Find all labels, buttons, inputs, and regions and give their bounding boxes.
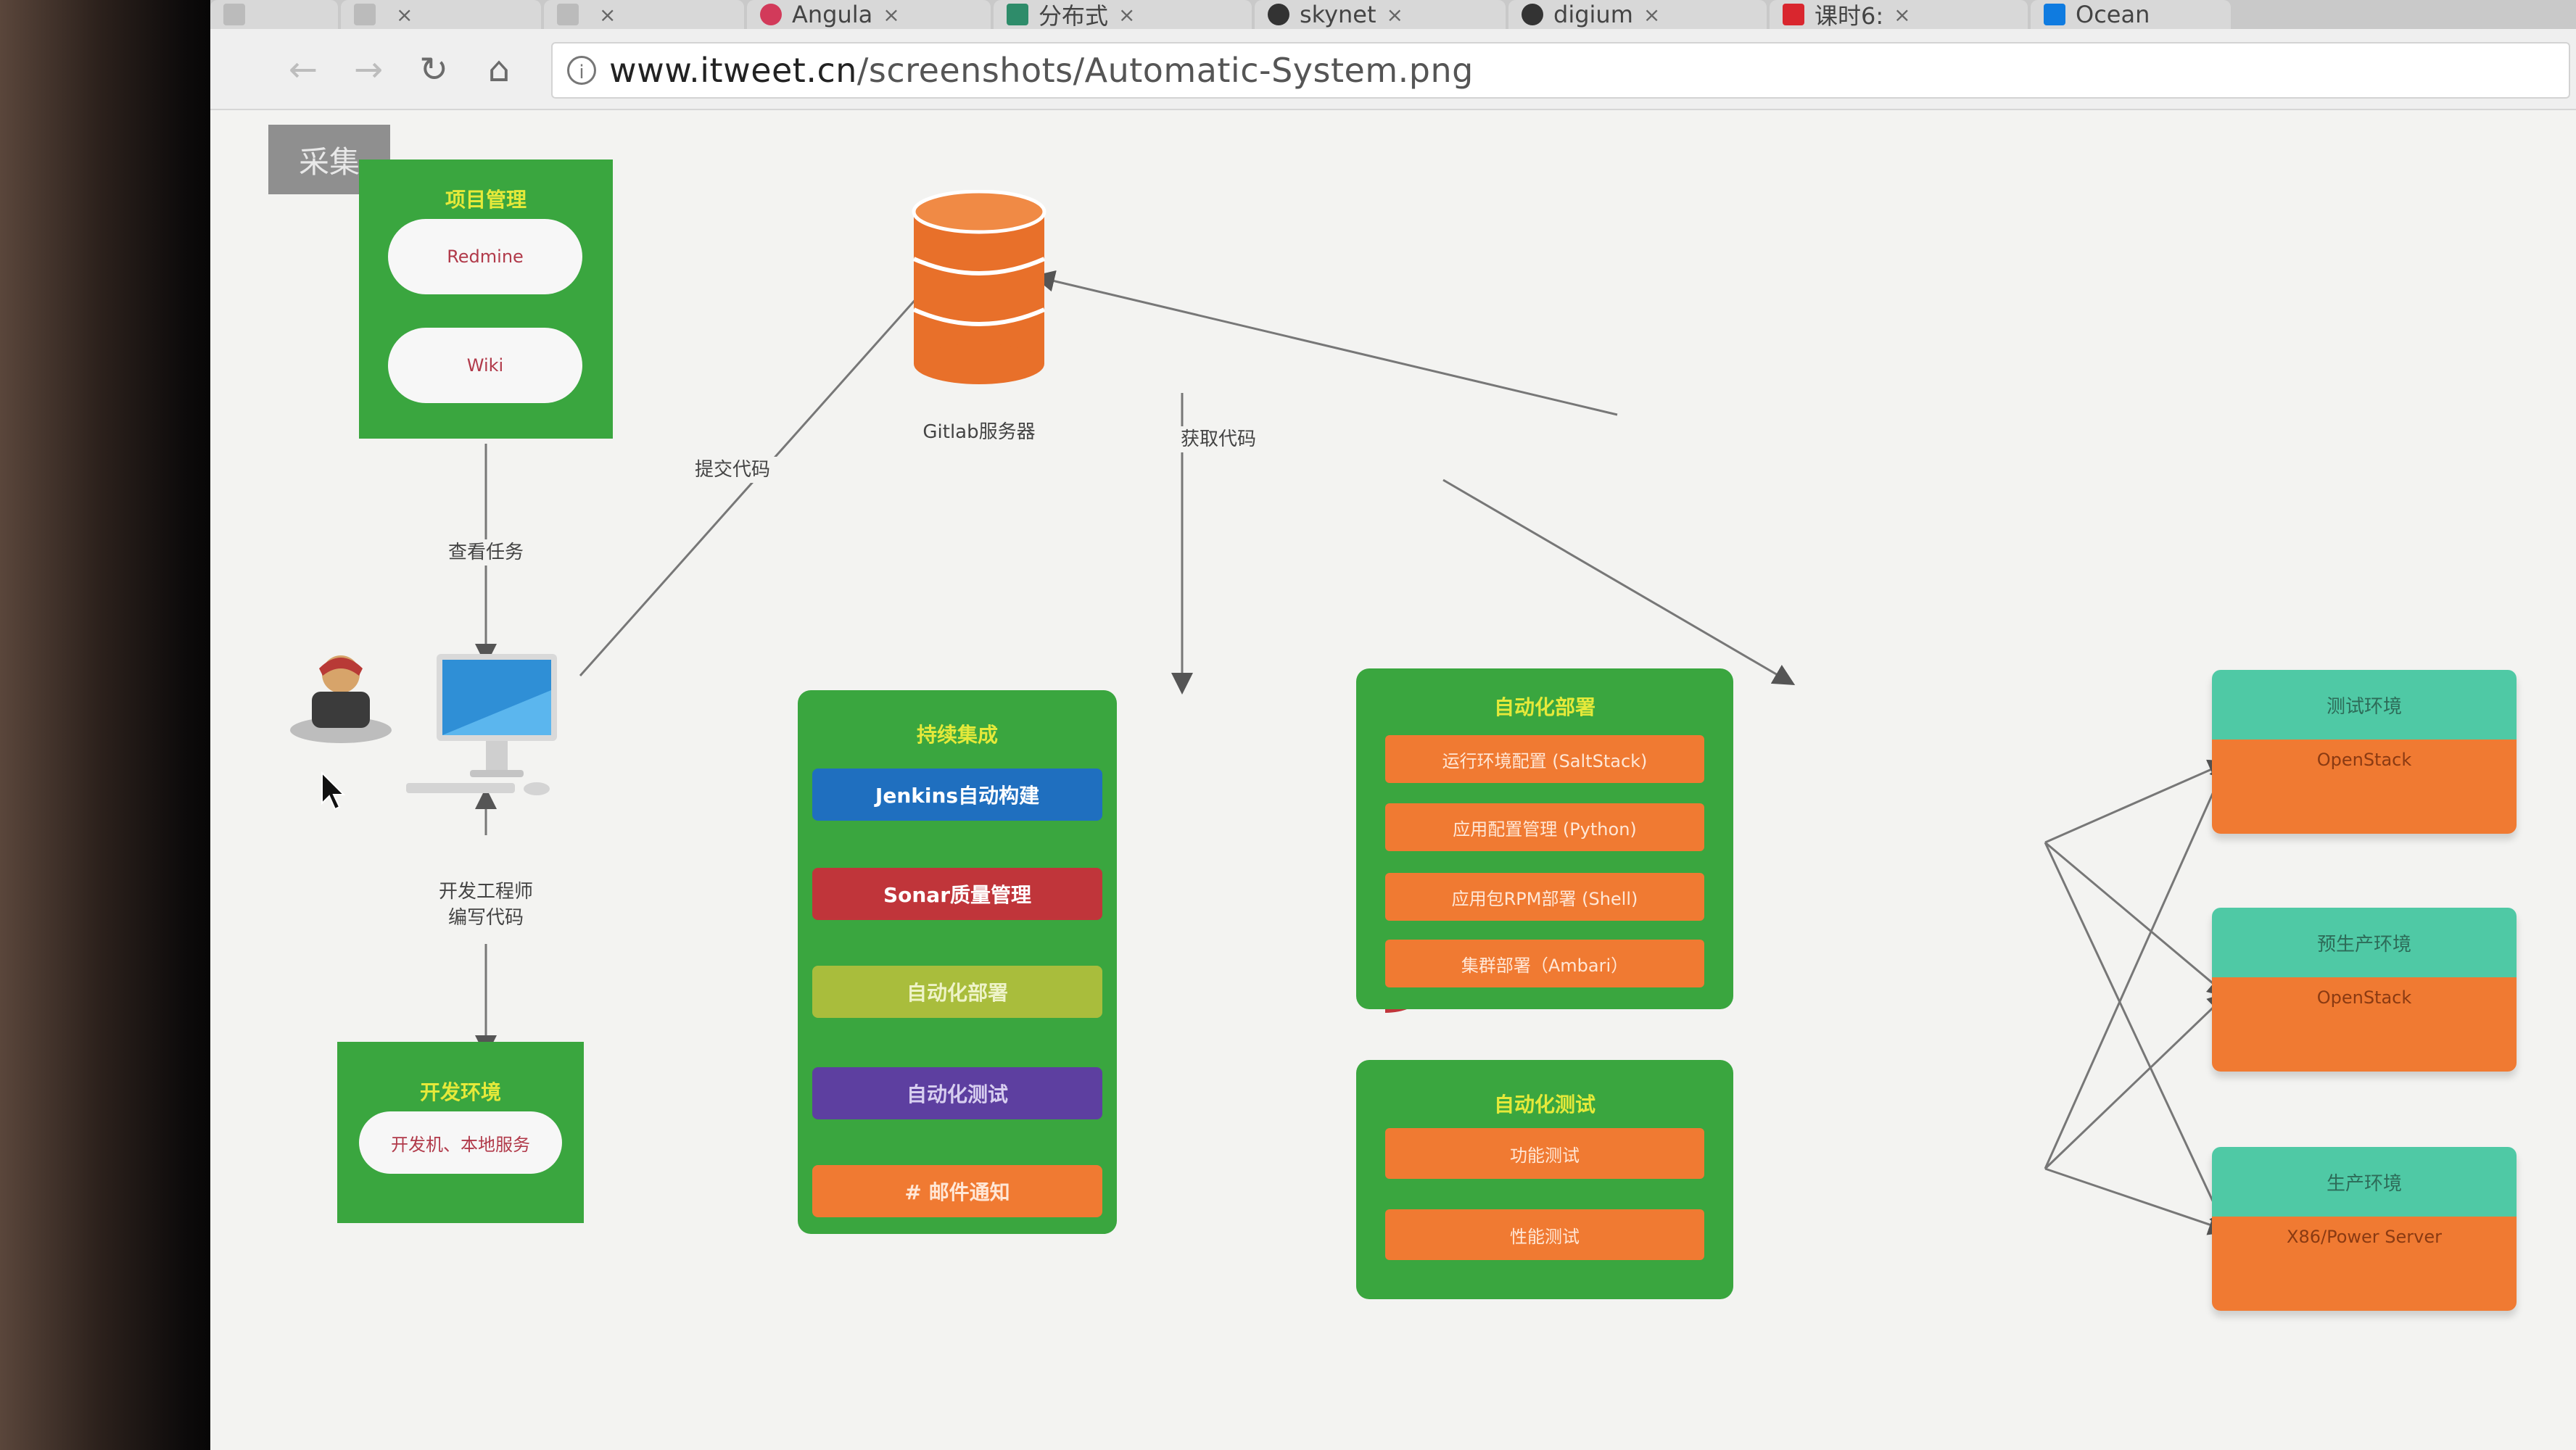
video-icon	[1783, 4, 1804, 25]
ci-box: 持续集成 Jenkins自动构建 Sonar质量管理 自动化部署 自动化测试 #…	[798, 690, 1117, 1234]
project-mgmt-box: 项目管理 Redmine Wiki	[359, 160, 613, 439]
reload-button[interactable]: ↻	[418, 49, 449, 90]
deploy-item-ambari: 集群部署（Ambari）	[1385, 940, 1704, 987]
view-task-label: 查看任务	[428, 539, 544, 566]
auto-test-title: 自动化测试	[1493, 1093, 1595, 1116]
close-icon[interactable]: ×	[599, 2, 616, 27]
gitlab-label: Gitlab服务器	[922, 421, 1036, 443]
env-prod-name: 生产环境	[2212, 1147, 2517, 1217]
url-path: /screenshots/Automatic-System.png	[856, 51, 1474, 90]
forward-button[interactable]: →	[353, 49, 384, 90]
tab-2[interactable]: ×	[341, 0, 541, 29]
address-bar[interactable]: i www.itweet.cn/screenshots/Automatic-Sy…	[551, 42, 2570, 99]
page-icon	[1007, 4, 1028, 25]
env-test-name: 测试环境	[2212, 670, 2517, 740]
env-preprod-name: 预生产环境	[2212, 908, 2517, 977]
tab-3[interactable]: ×	[544, 0, 744, 29]
fetch-code-label: 获取代码	[1160, 426, 1276, 452]
close-icon[interactable]: ×	[1894, 2, 1911, 27]
page-content: 采集 项目管理 Redmine Wiki Gitlab服务器 提交代码 获取代码…	[210, 110, 2576, 1450]
performance-test-bar: 性能测试	[1385, 1209, 1704, 1260]
tab-1[interactable]	[210, 0, 338, 29]
close-icon[interactable]: ×	[1118, 2, 1136, 27]
env-prod: 生产环境 X86/Power Server	[2212, 1147, 2517, 1311]
email-notify-bar: # 邮件通知	[812, 1165, 1102, 1217]
dev-label-line2: 编写代码	[447, 907, 524, 929]
dev-env-item: 开发机、本地服务	[359, 1111, 562, 1174]
page-icon	[223, 4, 245, 25]
close-icon[interactable]: ×	[1643, 2, 1661, 27]
ci-auto-deploy-bar: 自动化部署	[812, 966, 1102, 1018]
address-url: www.itweet.cn/screenshots/Automatic-Syst…	[609, 51, 1474, 90]
env-test: 测试环境 OpenStack	[2212, 670, 2517, 834]
dev-env-box: 开发环境 开发机、本地服务	[337, 1042, 584, 1223]
wiki-pill: Wiki	[388, 328, 582, 403]
tab-label: 分布式	[1039, 2, 1109, 30]
jenkins-build-bar: Jenkins自动构建	[812, 768, 1102, 821]
browser-window: × × Angula × 分布式 × skynet × digium ×	[210, 0, 2576, 1450]
tab-skynet[interactable]: skynet ×	[1255, 0, 1506, 29]
tab-ocean[interactable]: Ocean	[2031, 0, 2231, 29]
auto-test-box: 自动化测试 功能测试 性能测试	[1356, 1060, 1733, 1299]
ci-auto-test-bar: 自动化测试	[812, 1067, 1102, 1119]
deploy-item-saltstack: 运行环境配置 (SaltStack)	[1385, 735, 1704, 783]
tab-label: Ocean	[2076, 1, 2150, 28]
home-button[interactable]: ⌂	[487, 49, 511, 90]
page-icon	[557, 4, 579, 25]
zhihu-icon	[2044, 4, 2065, 25]
github-icon	[1268, 4, 1289, 25]
github-icon	[1522, 4, 1543, 25]
page-icon	[354, 4, 376, 25]
gitlab-database-icon	[910, 189, 1048, 386]
angular-icon	[760, 4, 782, 25]
tab-strip: × × Angula × 分布式 × skynet × digium ×	[210, 0, 2576, 30]
url-host: www.itweet.cn	[609, 51, 857, 90]
env-prod-platform: X86/Power Server	[2212, 1217, 2517, 1311]
functional-test-bar: 功能测试	[1385, 1128, 1704, 1179]
mouse-cursor-icon	[319, 770, 348, 813]
close-icon[interactable]: ×	[1386, 2, 1403, 27]
ci-title: 持续集成	[916, 723, 998, 747]
tab-label: Angula	[792, 1, 873, 28]
env-test-platform: OpenStack	[2212, 740, 2517, 834]
close-icon[interactable]: ×	[883, 2, 900, 27]
commit-code-label: 提交代码	[674, 457, 790, 483]
browser-toolbar: ← → ↻ ⌂ i www.itweet.cn/screenshots/Auto…	[210, 29, 2576, 110]
close-icon[interactable]: ×	[396, 2, 413, 27]
env-preprod: 预生产环境 OpenStack	[2212, 908, 2517, 1072]
auto-deploy-box: 自动化部署 运行环境配置 (SaltStack) 应用配置管理 (Python)…	[1356, 668, 1733, 1009]
env-preprod-platform: OpenStack	[2212, 977, 2517, 1072]
tab-angular[interactable]: Angula ×	[747, 0, 991, 29]
mac-computer-icon	[384, 647, 587, 835]
info-icon[interactable]: i	[567, 56, 596, 85]
back-button[interactable]: ←	[288, 49, 318, 90]
tab-lesson[interactable]: 课时6: ×	[1770, 0, 2028, 30]
dev-write-code-label: 开发工程师 编写代码	[406, 879, 566, 931]
tab-digium[interactable]: digium ×	[1508, 0, 1767, 29]
dev-env-title: 开发环境	[419, 1080, 501, 1104]
project-mgmt-title: 项目管理	[445, 188, 527, 212]
developer-avatar-icon	[286, 647, 395, 748]
deploy-item-python: 应用配置管理 (Python)	[1385, 803, 1704, 851]
dev-label-line1: 开发工程师	[438, 881, 533, 903]
auto-deploy-title: 自动化部署	[1493, 695, 1595, 719]
deploy-item-shell: 应用包RPM部署 (Shell)	[1385, 873, 1704, 921]
sonar-quality-bar: Sonar质量管理	[812, 868, 1102, 920]
monitor-bezel	[0, 0, 247, 1450]
tab-distributed[interactable]: 分布式 ×	[994, 0, 1252, 30]
tab-label: 课时6:	[1815, 2, 1884, 30]
tab-label: digium	[1553, 1, 1633, 28]
tab-label: skynet	[1300, 1, 1376, 28]
redmine-pill: Redmine	[388, 219, 582, 294]
